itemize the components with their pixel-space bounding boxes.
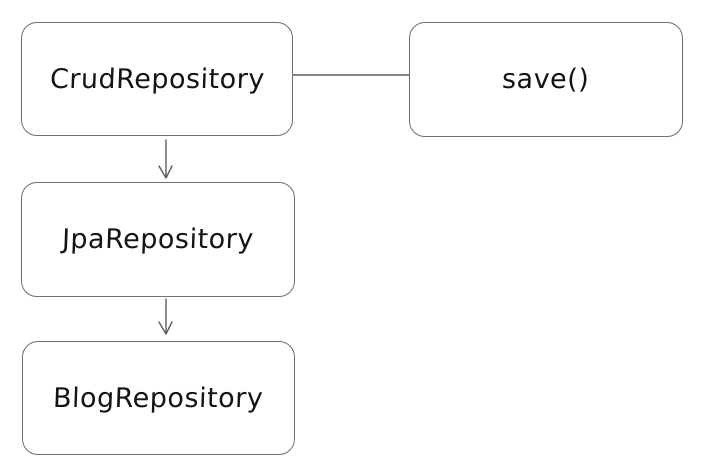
node-save-method[interactable]: save() [409,22,683,137]
node-blog-repository[interactable]: BlogRepository [22,341,295,455]
arrow-jpa-to-blog [158,298,173,335]
node-label: save() [501,64,591,95]
node-jpa-repository[interactable]: JpaRepository [21,182,295,297]
arrowhead-down-icon [158,165,173,179]
node-label: BlogRepository [52,382,265,414]
node-crud-repository[interactable]: CrudRepository [21,22,293,136]
arrow-crud-to-jpa [158,139,173,179]
node-label: CrudRepository [49,63,265,95]
arrowhead-down-icon [158,321,173,335]
node-label: JpaRepository [61,224,255,255]
